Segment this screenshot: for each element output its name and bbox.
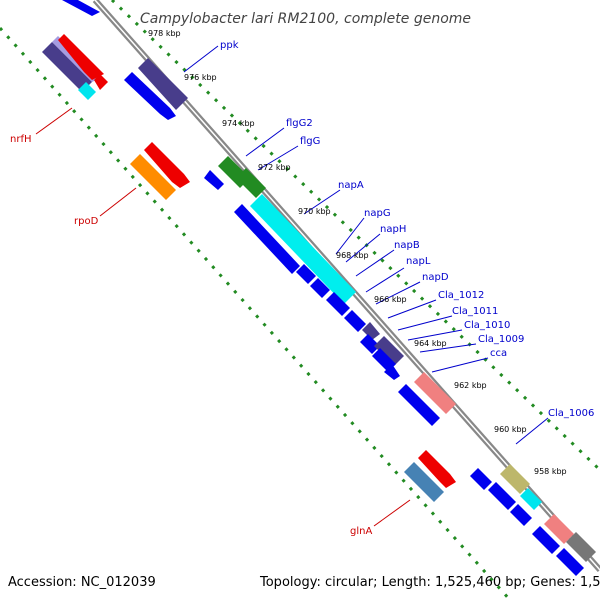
ruler-label: 960 kbp <box>494 425 527 434</box>
forward-gene-labels: ppk flgG2 flgG napA napG napH napB napL … <box>220 40 594 419</box>
tick-track-reverse <box>0 27 512 600</box>
gene-blue-flg-small <box>204 170 224 190</box>
gene-blue-nap4 <box>344 310 366 332</box>
gene-label: nrfH <box>10 134 32 145</box>
ruler-label: 978 kbp <box>148 29 181 38</box>
ruler-label: 970 kbp <box>298 207 331 216</box>
gene-label: glnA <box>350 526 372 537</box>
ruler-label: 966 kbp <box>374 295 407 304</box>
gene-label: ppk <box>220 40 239 51</box>
gene-label: Cla_1010 <box>464 320 510 331</box>
gene-napA <box>250 194 356 304</box>
gene-glnA-protein <box>404 462 444 502</box>
gene-label: cca <box>490 348 507 359</box>
reverse-leaders <box>35 107 411 527</box>
tick-track-forward <box>110 0 600 472</box>
topology-label: Topology: circular; Length: 1,525,460 bp… <box>259 575 600 590</box>
gene-glnA-arrow <box>418 450 456 488</box>
gene-blue-right <box>532 526 560 554</box>
gene-label: napA <box>338 180 364 191</box>
gene-rpoD-sigma <box>130 154 176 200</box>
gene-rrna-cla <box>374 336 404 366</box>
gene-blue-cca <box>398 384 440 426</box>
accession-label: Accession: NC_012039 <box>8 575 156 590</box>
gene-blue-nap2 <box>310 278 330 298</box>
gene-blue-long <box>234 204 300 274</box>
ruler-label: 968 kbp <box>336 251 369 260</box>
ruler-label: 958 kbp <box>534 467 567 476</box>
gene-blue-cla1 <box>360 334 380 354</box>
ruler-label: 962 kbp <box>454 381 487 390</box>
gene-label: Cla_1009 <box>478 334 524 345</box>
map-title: Campylobacter lari RM2100, complete geno… <box>140 11 471 27</box>
gene-nrfH-arrow <box>58 34 104 80</box>
gene-ppk-rrna <box>138 58 188 110</box>
ruler-label: 976 kbp <box>184 73 217 82</box>
gene-label: napL <box>406 256 431 267</box>
ruler-labels: 978 kbp 976 kbp 974 kbp 972 kbp 970 kbp … <box>148 29 567 476</box>
gene-top-blue <box>62 0 100 16</box>
gene-tmrna-right <box>520 488 542 510</box>
gene-blue-cla3 <box>384 364 400 380</box>
gene-olive <box>500 464 530 494</box>
gene-blue-1006c <box>510 504 532 526</box>
ruler-label: 964 kbp <box>414 339 447 348</box>
gene-nrfH-small <box>94 74 108 90</box>
gene-blue-1006b <box>488 482 516 510</box>
gene-label: napD <box>422 272 449 283</box>
gene-label: napH <box>380 224 406 235</box>
ruler-label: 974 kbp <box>222 119 255 128</box>
gene-label: napB <box>394 240 420 251</box>
gene-blue-nap3 <box>326 292 350 316</box>
gene-pink-right <box>544 514 574 544</box>
gene-cca <box>414 372 456 414</box>
gene-label: Cla_1011 <box>452 306 498 317</box>
gene-label: flgG <box>300 136 320 147</box>
gene-rrna-napD <box>362 322 380 340</box>
reverse-gene-labels: nrfH rpoD glnA <box>10 134 372 537</box>
gene-label: flgG2 <box>286 118 313 129</box>
forward-leaders <box>183 45 549 445</box>
ruler-label: 972 kbp <box>258 163 291 172</box>
gene-ppk-blue <box>124 72 176 120</box>
gene-blue-1006 <box>470 468 492 490</box>
gene-grey-right <box>566 532 596 562</box>
gene-blue-nap1 <box>296 264 316 284</box>
gene-rpoD-arrow <box>144 142 190 188</box>
gene-label: Cla_1006 <box>548 408 594 419</box>
gene-label: rpoD <box>74 216 99 227</box>
gene-tmrna-left <box>78 82 96 100</box>
gene-flgG <box>236 168 266 198</box>
gene-blue-right2 <box>556 548 584 576</box>
gene-label: napG <box>364 208 391 219</box>
gene-label: Cla_1012 <box>438 290 484 301</box>
